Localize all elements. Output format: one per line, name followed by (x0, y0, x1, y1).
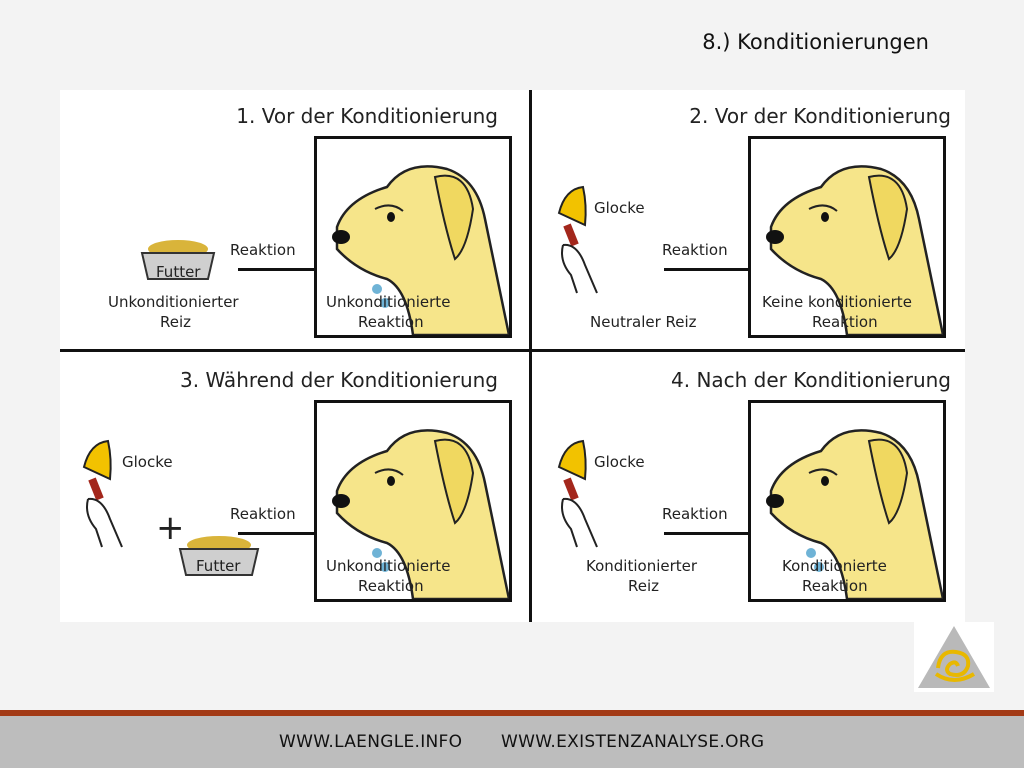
bell-icon (557, 439, 598, 548)
panel-during-conditioning: 3. Während der Konditionierung Glocke + … (60, 354, 512, 616)
dog-frame (748, 400, 946, 602)
existenzanalyse-logo (914, 622, 994, 692)
bowl-label: Futter (156, 263, 201, 281)
stimulus-label-line1: Konditionierter (586, 557, 698, 575)
panel-after-conditioning: 4. Nach der Konditionierung Glocke Kondi… (532, 354, 965, 616)
dog-frame (314, 136, 512, 338)
food-bowl-icon (178, 536, 260, 576)
arrow-label: Reaktion (230, 241, 296, 259)
panel-title: 4. Nach der Konditionierung (671, 368, 951, 392)
plus-sign: + (156, 508, 185, 548)
response-label-line2: Reaktion (802, 577, 868, 595)
response-label-line1: Unkonditionierte (326, 557, 451, 575)
panel-title: 1. Vor der Konditionierung (236, 104, 498, 128)
response-label-line2: Reaktion (358, 313, 424, 331)
bell-icon (557, 185, 598, 294)
arrow-label: Reaktion (662, 241, 728, 259)
response-label-line2: Reaktion (358, 577, 424, 595)
response-label-line1: Unkonditionierte (326, 293, 451, 311)
stimulus-label-line1: Unkonditionierter (108, 293, 239, 311)
response-label-line2: Reaktion (812, 313, 878, 331)
arrow-label: Reaktion (230, 505, 296, 523)
dog-neutral-icon (766, 165, 943, 335)
panel-title: 3. Während der Konditionierung (180, 368, 498, 392)
footer-link-laengle[interactable]: WWW.LAENGLE.INFO (279, 732, 463, 752)
panel-before-conditioning-2: 2. Vor der Konditionierung Glocke Neutra… (532, 90, 965, 352)
bell-label: Glocke (594, 453, 645, 471)
dog-frame (748, 136, 946, 338)
response-label-line1: Konditionierte (782, 557, 887, 575)
horizontal-divider (60, 349, 965, 352)
conditioning-diagram: 1. Vor der Konditionierung Futter Unkond… (60, 90, 965, 622)
panel-title: 2. Vor der Konditionierung (689, 104, 951, 128)
stimulus-label-line2: Reiz (628, 577, 660, 595)
stimulus-label: Neutraler Reiz (590, 313, 697, 331)
spiral-triangle-logo-icon (918, 626, 990, 688)
bell-icon (82, 439, 123, 548)
bowl-label: Futter (196, 557, 241, 575)
vertical-divider (529, 90, 532, 622)
bell-label: Glocke (594, 199, 645, 217)
footer-link-existenzanalyse[interactable]: WWW.EXISTENZANALYSE.ORG (501, 732, 765, 752)
food-bowl-icon (140, 240, 216, 280)
footer (0, 716, 1024, 768)
dog-frame (314, 400, 512, 602)
dog-salivating-icon (332, 429, 509, 599)
dog-salivating-icon (766, 429, 943, 599)
arrow-label: Reaktion (662, 505, 728, 523)
response-label-line1: Keine konditionierte (762, 293, 912, 311)
panel-before-conditioning-1: 1. Vor der Konditionierung Futter Unkond… (60, 90, 512, 352)
stimulus-label-line2: Reiz (160, 313, 192, 331)
footer-accent-bar (0, 710, 1024, 716)
bell-label: Glocke (122, 453, 173, 471)
dog-salivating-icon (332, 165, 509, 335)
slide-title: 8.) Konditionierungen (702, 30, 929, 54)
